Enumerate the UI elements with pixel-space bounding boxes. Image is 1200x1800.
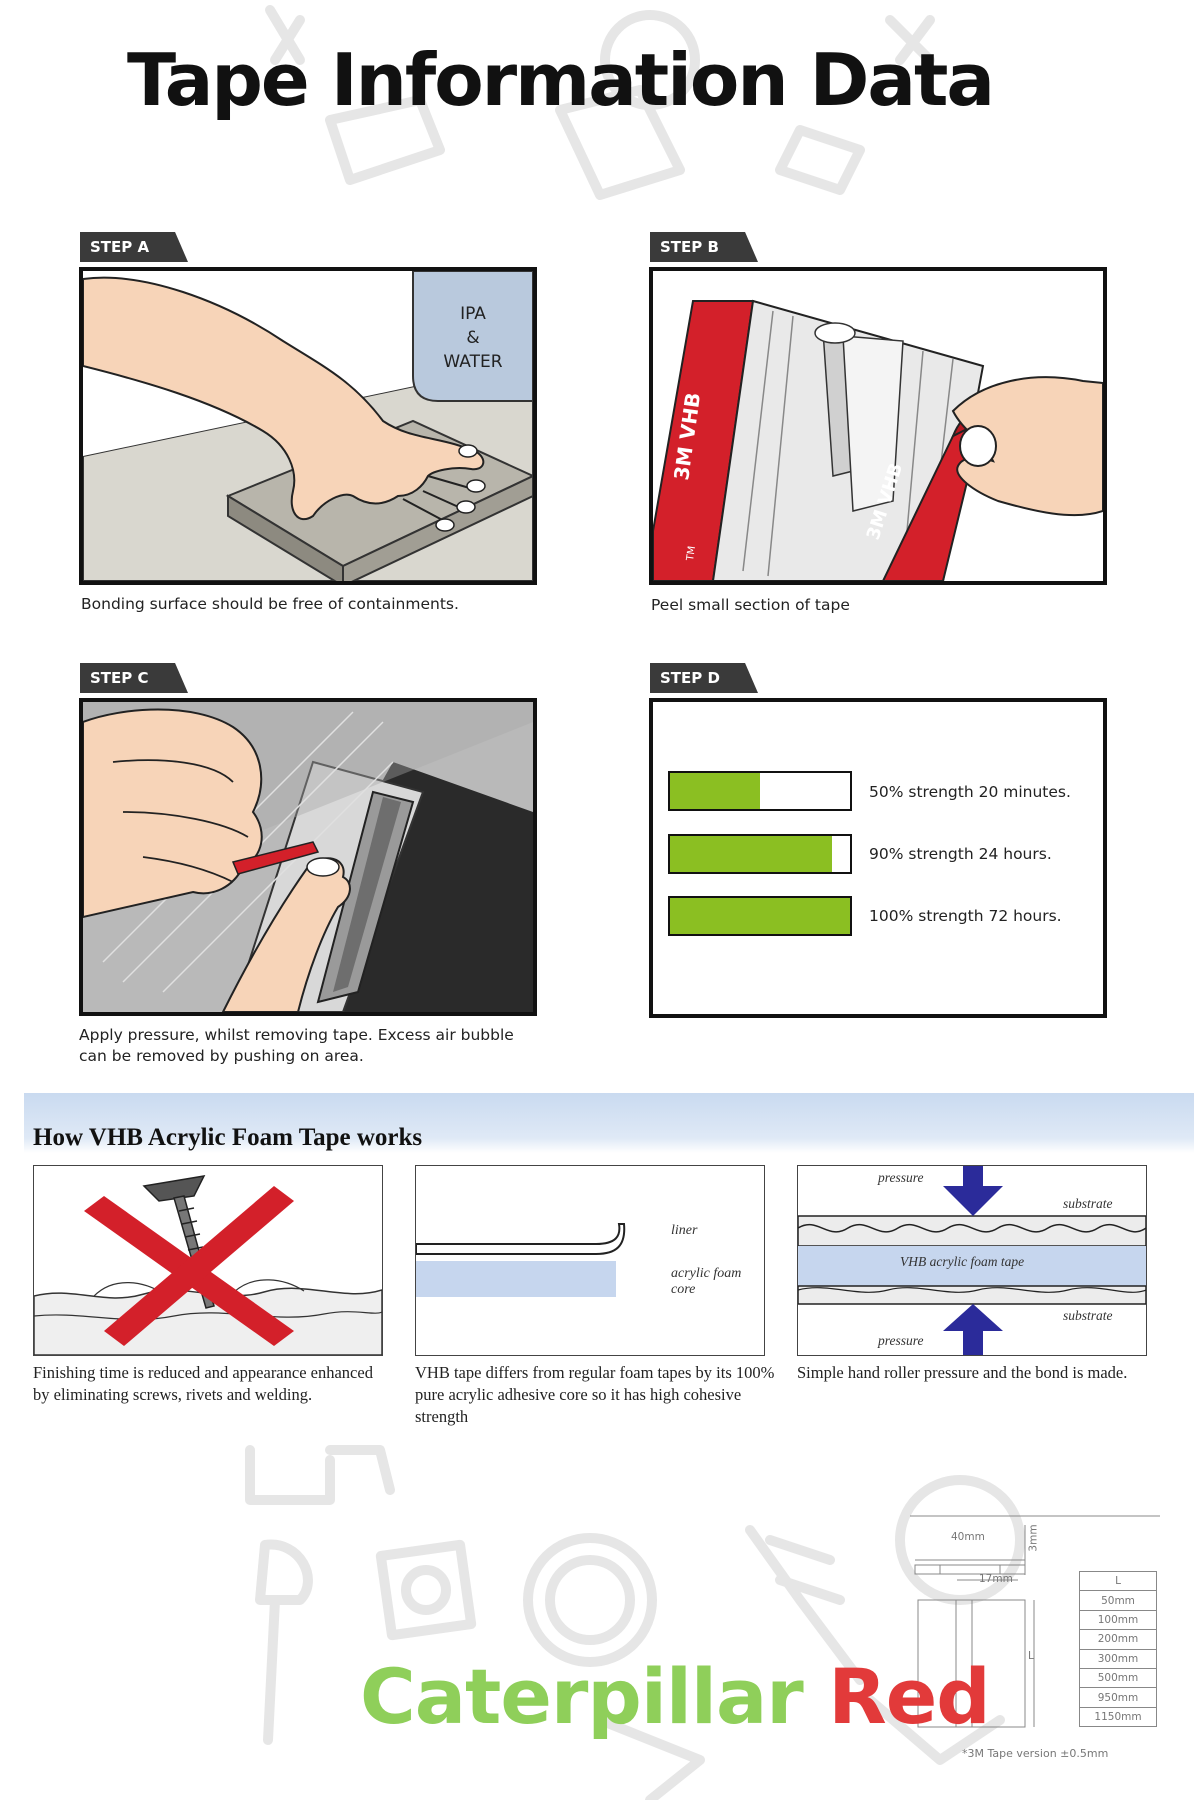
tape-tm-left: TM bbox=[685, 545, 698, 562]
step-b-caption: Peel small section of tape bbox=[651, 596, 850, 614]
step-d-tab: STEP D bbox=[650, 663, 758, 693]
strength-bar-20min bbox=[668, 771, 852, 811]
length-option: 100mm bbox=[1079, 1609, 1157, 1631]
vhb-caption-2: VHB tape differs from regular foam tapes… bbox=[415, 1363, 775, 1426]
label-substrate-bottom: substrate bbox=[1063, 1308, 1113, 1323]
length-header: L bbox=[1079, 1570, 1157, 1592]
bottle-text-3: WATER bbox=[443, 352, 502, 372]
vhb-caption-3: Simple hand roller pressure and the bond… bbox=[797, 1363, 1128, 1382]
dim-width-label: 40mm bbox=[951, 1531, 985, 1543]
label-vhb-tape: VHB acrylic foam tape bbox=[900, 1254, 1025, 1269]
brand-name: Caterpillar Red bbox=[360, 1652, 991, 1741]
brand-word-2: Red bbox=[828, 1652, 990, 1741]
step-a-caption: Bonding surface should be free of contai… bbox=[81, 595, 459, 613]
step-b-illustration: 3M VHB TM 3M VHB bbox=[649, 267, 1107, 585]
length-option: 950mm bbox=[1079, 1687, 1157, 1708]
ipa-water-bottle bbox=[412, 271, 533, 402]
label-acrylic-foam: acrylic foam bbox=[671, 1266, 742, 1281]
dim-thickness-label: 3mm bbox=[1027, 1524, 1040, 1552]
strength-bar-fill bbox=[670, 898, 850, 934]
strength-label-20min: 50% strength 20 minutes. bbox=[869, 783, 1071, 801]
bottle-text-1: IPA bbox=[460, 304, 486, 324]
step-b-tab: STEP B bbox=[650, 232, 758, 262]
vhb-caption-1: Finishing time is reduced and appearance… bbox=[33, 1363, 373, 1404]
label-pressure-top: pressure bbox=[878, 1170, 924, 1185]
label-core: core bbox=[671, 1282, 696, 1297]
bottle-text-2: & bbox=[466, 328, 479, 348]
step-c-tab: STEP C bbox=[80, 663, 188, 693]
dim-inner-label: 17mm bbox=[979, 1573, 1013, 1585]
length-option: 1150mm bbox=[1079, 1706, 1157, 1728]
vhb-section-title: How VHB Acrylic Foam Tape works bbox=[33, 1124, 423, 1151]
strength-label-24h: 90% strength 24 hours. bbox=[869, 845, 1052, 863]
strength-bar-72h bbox=[668, 896, 852, 936]
label-pressure-bottom: pressure bbox=[878, 1333, 924, 1348]
down-arrow-icon bbox=[943, 1166, 1003, 1216]
step-c-illustration bbox=[79, 698, 537, 1016]
tape-dimension-drawing bbox=[910, 1515, 1160, 1728]
length-option: 300mm bbox=[1079, 1648, 1157, 1669]
length-options-table: L 50mm 100mm 200mm 300mm 500mm 950mm 115… bbox=[1079, 1570, 1157, 1728]
strength-label-72h: 100% strength 72 hours. bbox=[869, 907, 1062, 925]
page-title: Tape Information Data bbox=[126, 38, 995, 122]
strength-bar-fill bbox=[670, 836, 832, 872]
up-arrow-icon bbox=[943, 1304, 1003, 1355]
brand-word-1: Caterpillar bbox=[360, 1652, 804, 1741]
step-c-caption: Apply pressure, whilst removing tape. Ex… bbox=[79, 1026, 514, 1065]
step-a-illustration: IPA & WATER bbox=[79, 267, 537, 585]
red-x-icon bbox=[84, 1186, 294, 1346]
length-option: 50mm bbox=[1079, 1590, 1157, 1611]
length-option: 500mm bbox=[1079, 1667, 1157, 1689]
label-liner: liner bbox=[671, 1223, 698, 1238]
strength-bar-fill bbox=[670, 773, 760, 809]
length-option: 200mm bbox=[1079, 1629, 1157, 1650]
tolerance-note: *3M Tape version ±0.5mm bbox=[962, 1747, 1109, 1760]
vhb-panel-pressure: pressure substrate VHB acrylic foam tape… bbox=[797, 1165, 1147, 1356]
vhb-panel-liner-core: liner acrylic foam core bbox=[415, 1165, 765, 1356]
strength-bar-24h bbox=[668, 834, 852, 874]
label-substrate-top: substrate bbox=[1063, 1196, 1113, 1211]
dim-length-axis: L bbox=[1028, 1650, 1034, 1662]
vhb-panel-no-screws bbox=[33, 1165, 383, 1356]
step-a-tab: STEP A bbox=[80, 232, 188, 262]
